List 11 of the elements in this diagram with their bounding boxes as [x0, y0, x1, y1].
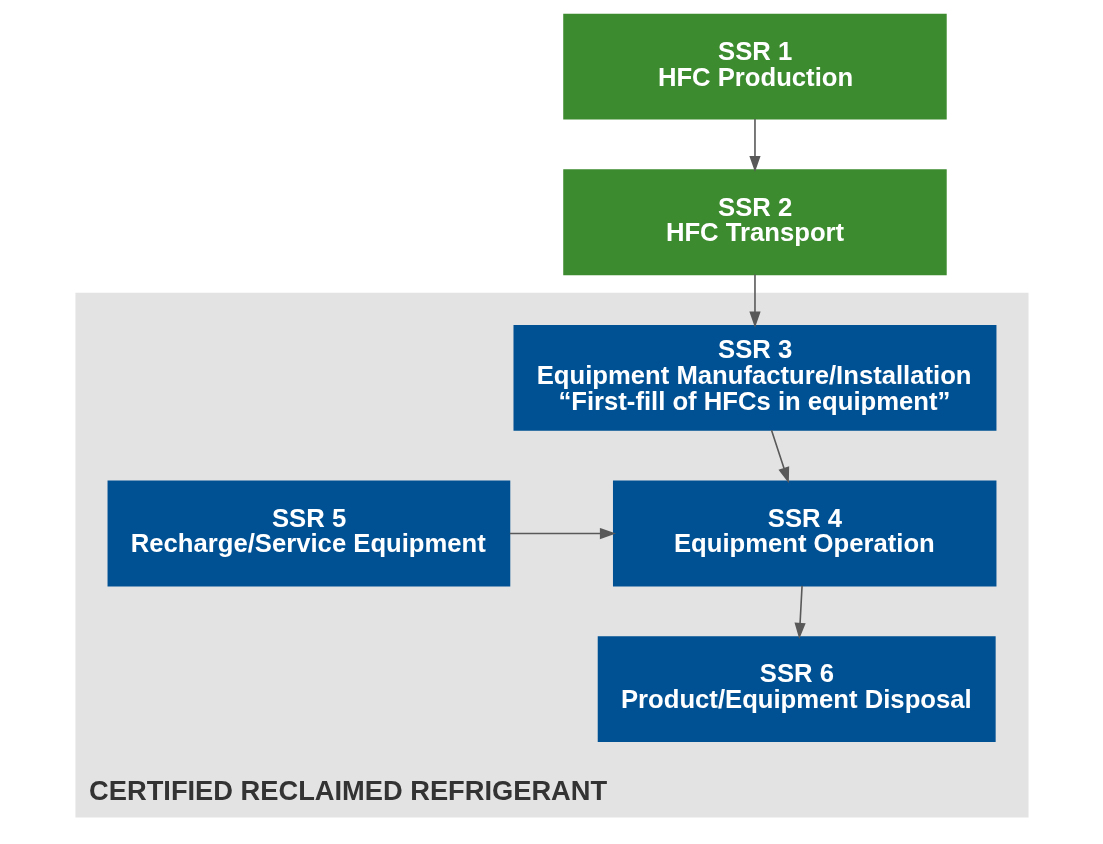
arrow	[748, 273, 761, 328]
node-box: SSR 6 Product/Equipment Disposal	[597, 636, 996, 743]
arrow	[748, 118, 761, 172]
node-box: SSR 2 HFC Transport	[562, 169, 947, 276]
arrow	[508, 527, 616, 540]
arrow	[794, 585, 806, 639]
node-box: SSR 4 Equipment Operation	[612, 480, 996, 587]
node-box: SSR 1 HFC Production	[562, 13, 947, 120]
node-box: SSR 5 Recharge/Service Equipment	[107, 480, 510, 587]
arrow	[770, 429, 789, 484]
node-box: SSR 3 Equipment Manufacture/Installation “First-fill of HFCs in equipment”	[513, 324, 996, 431]
